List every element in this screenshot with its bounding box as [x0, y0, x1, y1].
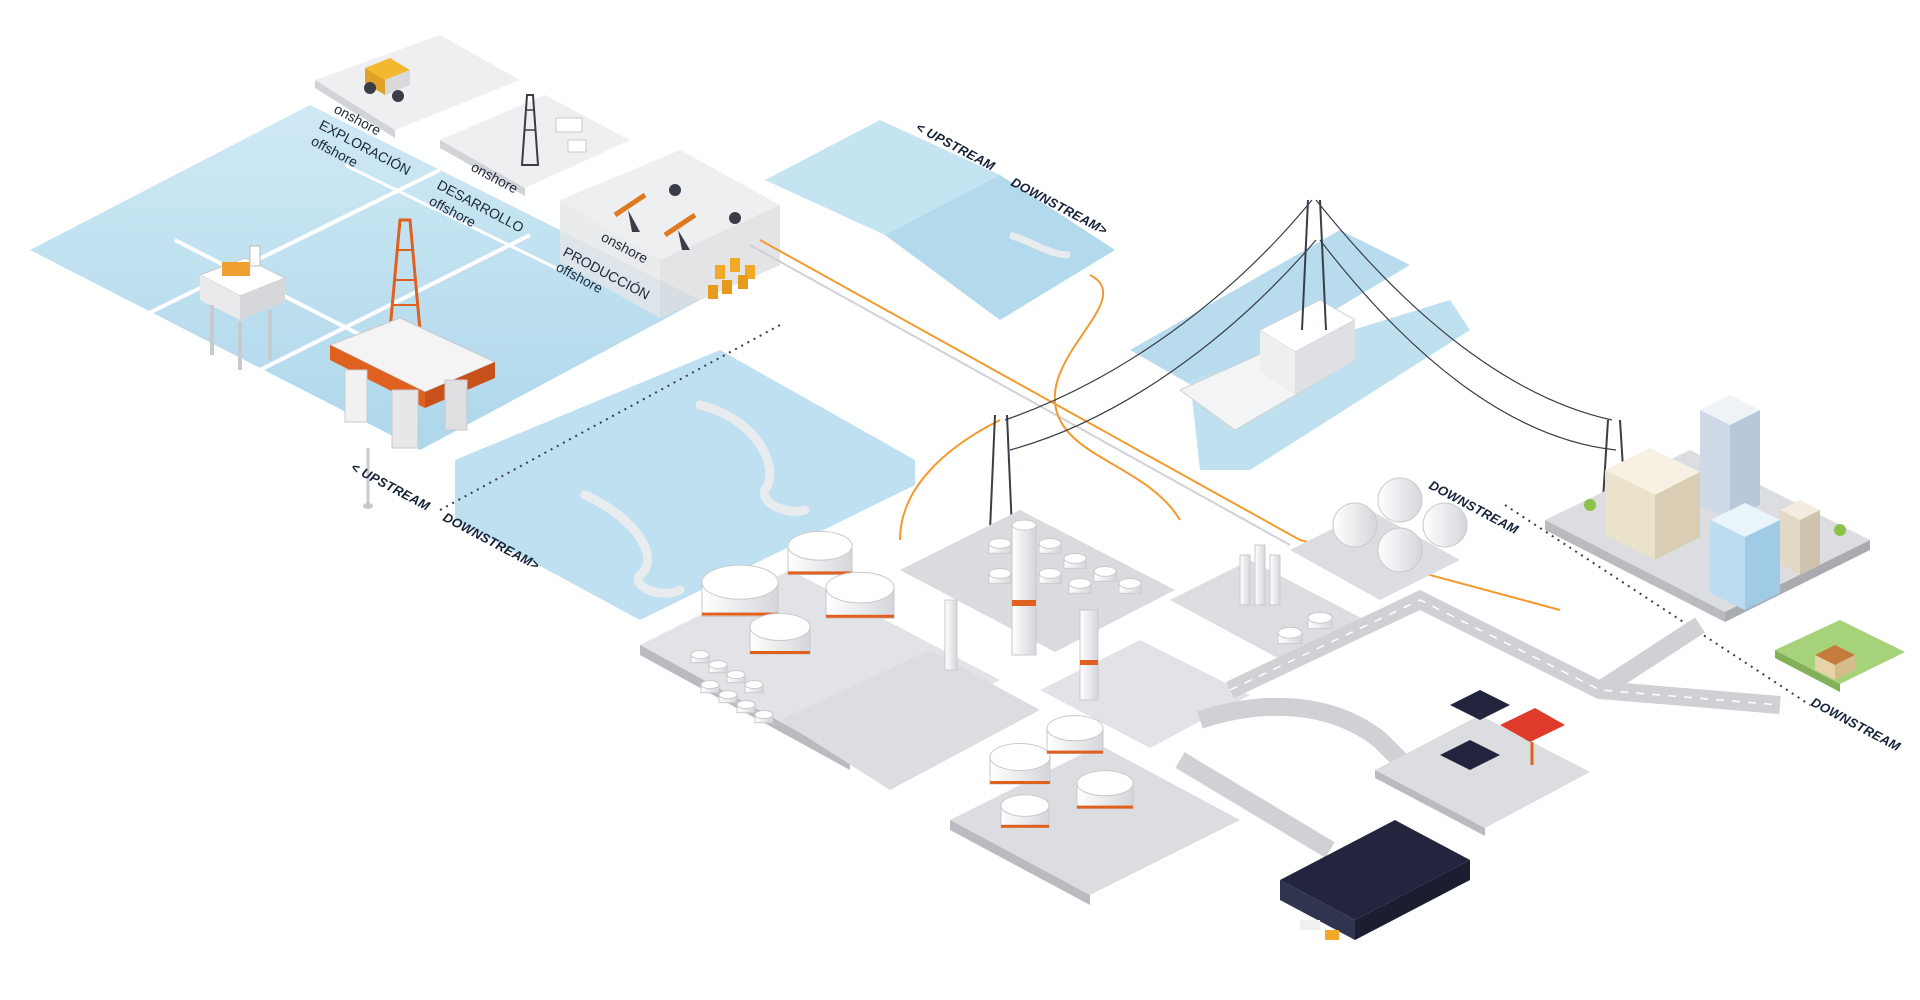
storage-tank-top — [989, 743, 1051, 771]
storage-tank-top — [690, 650, 710, 660]
onshore-production-tile — [560, 150, 780, 318]
storage-tank-top — [1076, 770, 1134, 797]
storage-tank-top — [701, 564, 779, 600]
storage-tank-top — [988, 537, 1012, 549]
upstream-sea-label: < UPSTREAM — [349, 459, 434, 514]
storage-tank-top — [744, 680, 764, 690]
storage-tank-top — [825, 571, 895, 604]
storage-tank-top — [700, 680, 720, 690]
storage-tank-band — [788, 571, 852, 575]
offshore-platform-icon — [198, 245, 287, 370]
gas-station-icon — [1375, 690, 1590, 836]
refinery-ground — [640, 510, 1460, 905]
storage-tank-band — [1077, 805, 1133, 809]
exploration-truck-icon — [364, 58, 410, 102]
upstream-sea-area — [30, 105, 915, 620]
storage-tank-band — [1001, 824, 1049, 828]
storage-tank-top — [1277, 626, 1303, 639]
storage-tank-top — [1038, 537, 1062, 549]
upstream-downstream-dividers — [439, 324, 1811, 706]
storage-tank-top — [1046, 715, 1104, 742]
drilling-rig-icon — [328, 218, 497, 509]
storage-tank-top — [1093, 565, 1117, 577]
storage-tank-top — [1118, 577, 1142, 589]
storage-tank-top — [787, 530, 853, 561]
oil-barrels-icon — [708, 258, 755, 299]
storage-tank-top — [1068, 577, 1092, 589]
drilling-derrick-icon — [520, 94, 587, 166]
storage-tank-band — [702, 612, 778, 616]
road-network — [1175, 589, 1781, 858]
gas-spheres — [1332, 477, 1468, 573]
subsea-pipelines — [580, 400, 810, 598]
power-tower-icon — [989, 199, 1626, 531]
main-pipelines — [749, 239, 1561, 611]
storage-tank-top — [988, 567, 1012, 579]
storage-tank-band — [990, 781, 1050, 784]
refinery-column-icon — [944, 519, 1281, 701]
storage-tank-top — [718, 690, 738, 700]
storage-tank-top — [736, 700, 756, 710]
storage-tank-icon — [690, 525, 1333, 828]
storage-tank-top — [1000, 794, 1050, 817]
storage-tank-top — [708, 660, 728, 670]
storage-tank-top — [1063, 552, 1087, 564]
house-icon — [1775, 620, 1905, 692]
storage-tank-top — [749, 613, 811, 641]
storage-tank-top — [1038, 567, 1062, 579]
upper-sea-area — [765, 120, 1115, 320]
storage-tank-band — [1047, 750, 1103, 754]
storage-tank-band — [750, 651, 810, 654]
storage-tank-top — [726, 670, 746, 680]
storage-tank-top — [1307, 611, 1333, 624]
onshore-development-tile — [440, 94, 630, 196]
onshore-exploration-tile — [315, 35, 520, 138]
pump-jack-icon — [613, 184, 741, 250]
office-building-icon — [1584, 395, 1846, 610]
storage-tank-band — [826, 614, 894, 618]
power-cables — [1004, 199, 1617, 451]
storage-tank-top — [754, 710, 774, 720]
downstream-right-label: DOWNSTREAM — [1809, 694, 1904, 754]
warehouse-icon — [1280, 820, 1470, 940]
